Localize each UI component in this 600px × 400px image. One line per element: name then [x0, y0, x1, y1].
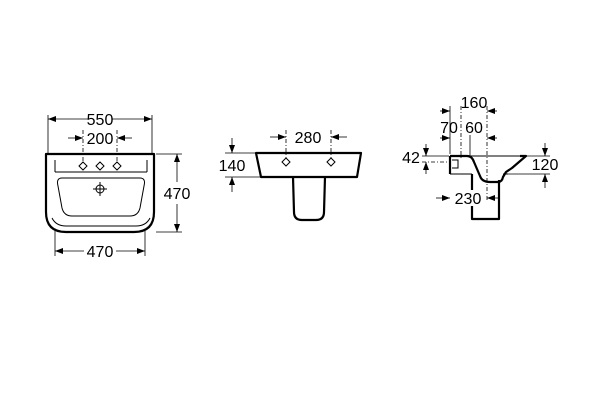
dim-rim-drop: 42	[402, 150, 420, 167]
dim-basin-height: 120	[532, 157, 559, 174]
dim-tap-offset: 60	[465, 120, 483, 137]
pedestal	[291, 176, 327, 222]
dim-pedestal-offset: 230	[455, 191, 482, 208]
front-view: 280 140	[219, 130, 363, 222]
top-view: 550 200 470 470	[44, 112, 192, 261]
side-view: 160 70 60 42 120 230	[402, 95, 562, 221]
dim-depth: 470	[164, 186, 191, 203]
basin-outline	[44, 152, 156, 234]
dim-back-offset: 70	[440, 120, 458, 137]
dim-front-height: 140	[219, 158, 246, 175]
dim-top-offset: 160	[461, 95, 488, 112]
basin-side-outline	[448, 154, 528, 184]
dim-tap-spacing: 200	[87, 131, 114, 148]
tap-hole-icon	[78, 161, 122, 171]
tap-hole-icon	[281, 157, 336, 167]
drain-icon	[93, 182, 107, 196]
dim-bottom-width: 470	[87, 244, 114, 261]
dim-overall-width: 550	[87, 112, 114, 129]
basin-inner	[51, 160, 151, 227]
dim-front-tap-spacing: 280	[295, 130, 322, 147]
basin-front-outline	[254, 151, 363, 179]
